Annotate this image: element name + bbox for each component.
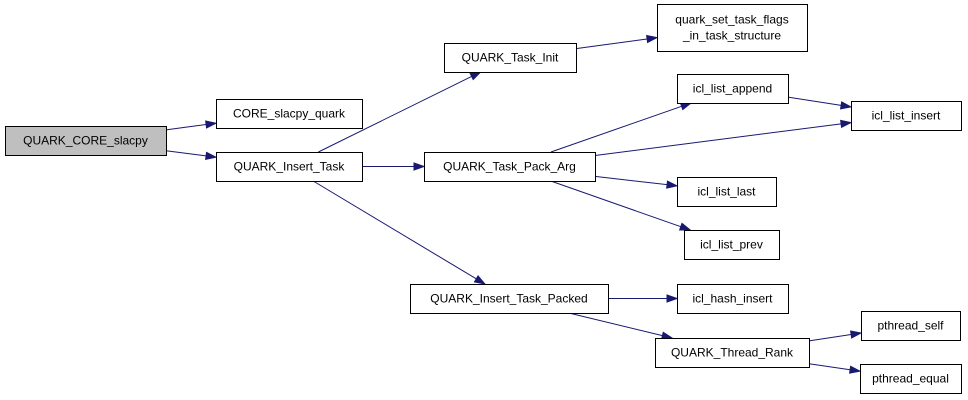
arrowhead (205, 151, 218, 161)
node-label: QUARK_Task_Init (462, 51, 559, 65)
node-label: icl_list_insert (872, 109, 941, 123)
edge-quark-task-pack-arg-to-icl-list-insert (594, 119, 853, 156)
edge-line (318, 75, 472, 153)
node-quark-insert-task-packed[interactable]: QUARK_Insert_Task_Packed (410, 284, 609, 314)
node-label: QUARK_Thread_Rank (671, 346, 794, 360)
node-icl-hash-insert[interactable]: icl_hash_insert (677, 284, 789, 314)
node-box (851, 101, 962, 131)
node-label: QUARK_CORE_slacpy (23, 134, 148, 148)
arrowhead (840, 119, 853, 129)
node-core-slacpy-quark[interactable]: CORE_slacpy_quark (216, 99, 363, 129)
node-label: pthread_self (877, 319, 944, 333)
node-quark-task-pack-arg[interactable]: QUARK_Task_Pack_Arg (424, 152, 596, 182)
node-quark-thread-rank[interactable]: QUARK_Thread_Rank (655, 338, 810, 368)
edge-quark-task-pack-arg-to-icl-list-prev (550, 180, 692, 231)
arrowhead (666, 180, 679, 189)
node-box (424, 152, 596, 182)
arrowhead (413, 162, 426, 171)
node-box (677, 177, 777, 207)
edge-icl-list-append-to-icl-list-insert (787, 96, 853, 110)
arrowhead (666, 294, 679, 303)
arrowhead (473, 274, 487, 285)
node-layer: QUARK_CORE_slacpyCORE_slacpy_quarkQUARK_… (5, 4, 962, 394)
edge-line (568, 312, 663, 337)
edge-line (808, 363, 851, 371)
edge-line (575, 38, 648, 50)
node-box (684, 230, 780, 260)
node-label: CORE_slacpy_quark (233, 107, 346, 121)
arrowhead (849, 330, 863, 339)
edge-quark-task-pack-arg-to-icl-list-append (550, 102, 693, 153)
node-label: QUARK_Task_Pack_Arg (443, 160, 576, 174)
node-box (216, 152, 363, 182)
node-icl-list-last[interactable]: icl_list_last (677, 177, 777, 207)
node-label: _in_task_structure (682, 29, 781, 43)
edge-layer (165, 34, 863, 374)
edge-line (165, 150, 207, 157)
node-label: icl_list_prev (700, 238, 763, 252)
node-icl-list-append[interactable]: icl_list_append (677, 74, 789, 104)
node-box (444, 43, 577, 73)
node-pthread-equal[interactable]: pthread_equal (860, 364, 962, 394)
node-label: icl_hash_insert (692, 292, 773, 306)
arrowhead (839, 101, 853, 110)
edge-quark-insert-task-packed-to-quark-thread-rank (568, 312, 674, 340)
node-box (677, 74, 789, 104)
edge-quark-thread-rank-to-pthread-equal (808, 363, 862, 374)
edge-line (550, 105, 682, 153)
node-quark-set-task-flags[interactable]: quark_set_task_flags _in_task_structure (657, 4, 808, 52)
node-quark-task-init[interactable]: QUARK_Task_Init (444, 43, 577, 73)
arrowhead (205, 120, 218, 129)
edge-quark-insert-task-to-quark-task-pack-arg (362, 162, 426, 171)
node-label: icl_list_append (693, 82, 772, 96)
node-quark-core-slacpy: QUARK_CORE_slacpy (5, 126, 167, 156)
arrowhead (849, 365, 862, 374)
node-icl-list-prev[interactable]: icl_list_prev (684, 230, 780, 260)
edge-quark-core-slacpy-to-quark-insert-task (165, 150, 218, 161)
edge-line (165, 124, 207, 131)
edge-quark-task-init-to-quark-set-task-flags (575, 34, 659, 50)
edge-line (808, 333, 852, 342)
edge-quark-insert-task-packed-to-icl-hash-insert (608, 294, 679, 303)
node-box (410, 284, 609, 314)
node-label: quark_set_task_flags (675, 13, 788, 27)
edge-line (787, 96, 842, 106)
arrowhead (646, 34, 659, 44)
node-box (5, 126, 167, 156)
node-box (655, 338, 810, 368)
node-box (677, 284, 789, 314)
edge-line (550, 180, 681, 228)
node-label: QUARK_Insert_Task_Packed (430, 292, 587, 306)
edge-line (594, 175, 668, 186)
edge-line (312, 180, 477, 280)
node-pthread-self[interactable]: pthread_self (861, 311, 961, 341)
edge-line (594, 123, 842, 156)
node-box (216, 99, 363, 129)
node-label: icl_list_last (697, 185, 756, 199)
edge-quark-insert-task-to-quark-insert-task-packed (312, 180, 487, 285)
edge-quark-task-pack-arg-to-icl-list-last (594, 175, 679, 189)
node-icl-list-insert[interactable]: icl_list_insert (851, 101, 962, 131)
node-label: QUARK_Insert_Task (234, 160, 346, 174)
node-label: pthread_equal (872, 372, 949, 386)
edge-quark-thread-rank-to-pthread-self (808, 330, 863, 342)
arrowhead (678, 222, 692, 231)
node-quark-insert-task[interactable]: QUARK_Insert_Task (216, 152, 363, 182)
arrowhead (469, 71, 482, 81)
node-box (861, 311, 961, 341)
node-box (657, 4, 808, 52)
edge-quark-core-slacpy-to-core-slacpy-quark (165, 120, 218, 131)
node-box (860, 364, 962, 394)
